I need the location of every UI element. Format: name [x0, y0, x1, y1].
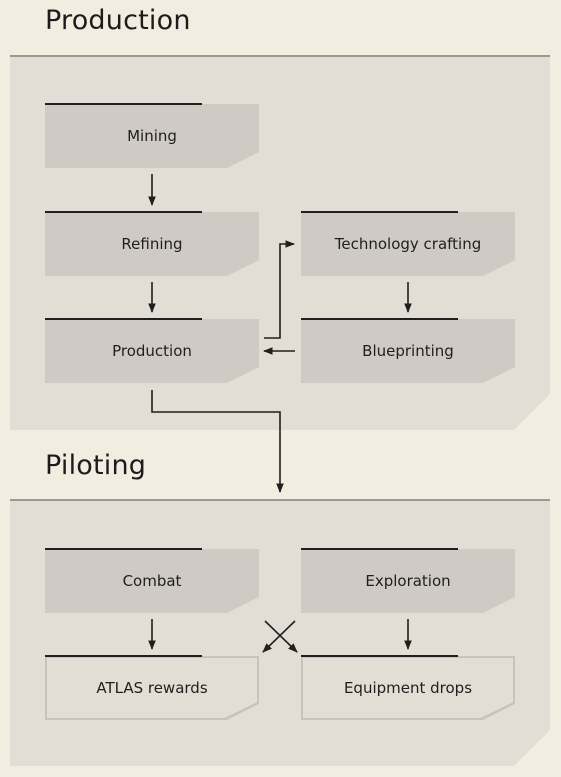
node-label: ATLAS rewards: [96, 679, 208, 697]
node-label: Technology crafting: [334, 235, 482, 253]
arrow-combat-to-equipment-drops: [264, 620, 298, 653]
node-combat: Combat: [45, 548, 259, 613]
piloting-panel: [10, 501, 550, 766]
node-label: Blueprinting: [362, 342, 454, 360]
section-divider: [10, 499, 550, 501]
node-exploration: Exploration: [301, 548, 515, 613]
node-label: Exploration: [365, 572, 451, 590]
node-refining: Refining: [45, 211, 259, 276]
node-label: Production: [112, 342, 192, 360]
section-divider: [10, 55, 550, 57]
node-equipment-drops: Equipment drops: [301, 655, 515, 720]
node-blueprinting: Blueprinting: [301, 318, 515, 383]
section-title-piloting: Piloting: [45, 450, 147, 481]
node-mining: Mining: [45, 103, 259, 168]
node-label: Mining: [127, 127, 177, 145]
node-label: Combat: [122, 572, 182, 590]
node-label: Refining: [121, 235, 183, 253]
arrow-production-to-piloting: [151, 390, 284, 493]
arrow-exploration-to-atlas-rewards: [262, 620, 296, 653]
section-title-production: Production: [45, 5, 191, 36]
node-technology-crafting: Technology crafting: [301, 211, 515, 276]
arrow-production-to-technology: [264, 240, 295, 339]
node-label: Equipment drops: [343, 679, 473, 697]
node-atlas-rewards: ATLAS rewards: [45, 655, 259, 720]
node-production: Production: [45, 318, 259, 383]
